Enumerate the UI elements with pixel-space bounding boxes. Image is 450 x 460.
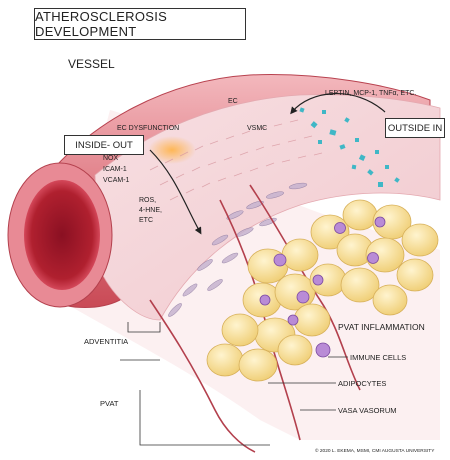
label-vessel: VESSEL <box>68 57 115 71</box>
label-pvat-inflammation: PVAT INFLAMMATION <box>338 322 425 332</box>
label-adipocytes: ADIPOCYTES <box>338 379 386 388</box>
label-adventitia: ADVENTITIA <box>84 337 128 346</box>
label-immune-cells: IMMUNE CELLS <box>350 353 406 362</box>
diagram-title: ATHEROSCLEROSIS DEVELOPMENT <box>34 8 246 40</box>
label-icam: ICAM-1 <box>103 166 127 173</box>
vessel-lumen <box>24 180 100 290</box>
label-vsmc: VSMC <box>247 125 267 132</box>
immune-cell-cluster <box>259 216 386 358</box>
label-ec: EC <box>228 98 238 105</box>
label-nox: NOX <box>103 155 119 162</box>
label-4hne: 4-HNE, <box>139 207 162 214</box>
leader-lines <box>120 322 348 446</box>
label-cytokines: LEPTIN, MCP-1, TNFα, ETC. <box>325 90 416 97</box>
endothelial-cells <box>149 119 323 201</box>
inside-out-arrow <box>149 149 202 235</box>
label-pvat: PVAT <box>100 399 119 408</box>
outside-in-tag: OUTSIDE IN <box>385 118 445 138</box>
label-ec-dysfunction: EC DYSFUNCTION <box>117 125 179 132</box>
smooth-muscle-cells <box>168 182 308 317</box>
adipocyte-cluster <box>206 199 439 382</box>
copyright-notice: © 2020 L. EKEMA, MSMI, CMI AUGUSTA UNIVE… <box>315 447 435 454</box>
ec-dysfunction-highlight <box>148 136 196 164</box>
inside-out-tag: INSIDE- OUT <box>64 135 144 155</box>
outside-in-arrow <box>290 93 386 115</box>
label-ros: ROS, <box>139 197 156 204</box>
label-vcam: VCAM-1 <box>103 177 130 184</box>
label-vasa-vasorum: VASA VASORUM <box>338 406 397 415</box>
cytokine-particles <box>299 107 400 187</box>
label-etc: ETC <box>139 217 153 224</box>
